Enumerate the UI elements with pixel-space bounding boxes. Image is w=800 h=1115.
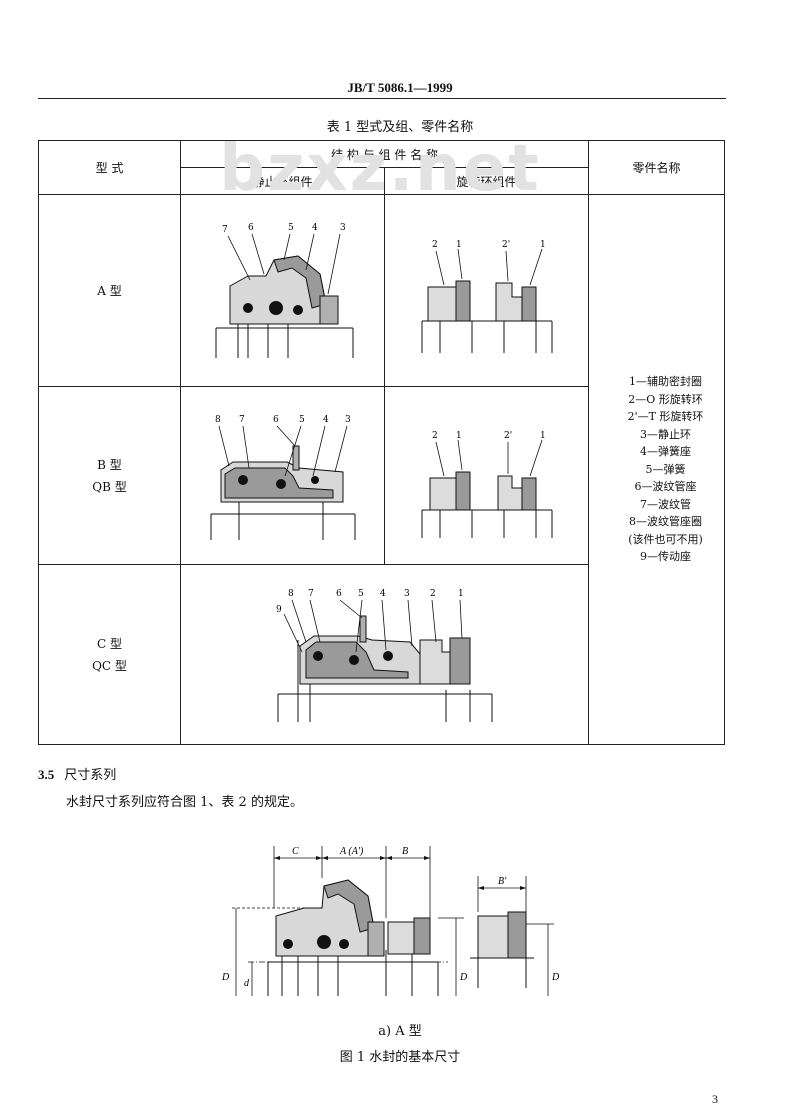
- callout-b-s-3: 5: [299, 415, 305, 425]
- callout-c-7: 1: [458, 589, 464, 599]
- part-6: 6—波纹管座: [634, 480, 697, 494]
- part-5: 5—弹簧: [645, 462, 686, 476]
- dim-b-prime: B': [498, 876, 507, 887]
- row-c-label2: QC 型: [92, 658, 127, 673]
- row-c-label: C 型: [97, 636, 122, 651]
- callout-a-s-3: 4: [312, 223, 318, 233]
- section-title: 尺寸系列: [64, 768, 117, 783]
- callout-c-0: 8: [288, 589, 294, 599]
- header-stationary: 静止环组件: [180, 167, 385, 195]
- callout-b-r-0: 2: [432, 431, 438, 441]
- cell-b-stationary: 8 7 6 5 4 3: [180, 386, 385, 565]
- callout-a-s-2: 5: [288, 223, 294, 233]
- part-2-prime: 2'—T 形旋转环: [627, 410, 704, 424]
- part-2: 2—O 形旋转环: [628, 392, 703, 406]
- cell-a-rotating: 2 1 2' 1: [383, 194, 590, 387]
- page-header: JB/T 5086.1—1999: [347, 80, 453, 95]
- dim-d2: D: [459, 972, 468, 983]
- row-b-label: B 型: [97, 457, 122, 472]
- callout-b-s-5: 3: [345, 415, 351, 425]
- callout-a-s-0: 7: [222, 225, 228, 235]
- dim-c: C: [292, 846, 299, 857]
- table-caption: 表 1 型式及组、零件名称: [326, 120, 474, 135]
- dim-d-small: d: [244, 978, 250, 989]
- header-rule: [38, 98, 726, 99]
- page-number: 3: [712, 1092, 718, 1106]
- drawing-c: 8 7 6 5 4 3 2 1 9: [276, 589, 492, 722]
- callout-a-s-1: 6: [248, 223, 254, 233]
- part-4: 4—弹簧座: [640, 445, 692, 459]
- cell-b-rotating: 2 1 2' 1: [383, 386, 590, 565]
- cell-a-stationary: 7 6 5 4 3: [180, 194, 385, 387]
- parts-table: 型 式 结 构 与 组 件 名 称 零件名称 静止环组件 旋转环组件 A 型: [38, 140, 726, 745]
- callout-c-2: 6: [336, 589, 342, 599]
- header-structure: 结 构 与 组 件 名 称: [179, 140, 590, 168]
- callout-a-r-3: 1: [540, 240, 546, 250]
- part-9: 9—传动座: [640, 550, 692, 564]
- section-heading: 3.5 尺寸系列: [38, 764, 116, 783]
- callout-c-8: 9: [276, 605, 282, 615]
- callout-b-r-2: 2': [504, 431, 512, 441]
- part-7: 7—波纹管: [640, 497, 692, 511]
- drawing-a-rotating: 2 1 2' 1: [421, 240, 552, 353]
- callout-b-s-2: 6: [273, 415, 279, 425]
- drawing-b-stationary: 8 7 6 5 4 3: [210, 415, 355, 540]
- callout-c-6: 2: [430, 589, 436, 599]
- callout-a-s-4: 3: [340, 223, 346, 233]
- header-parts: 零件名称: [588, 140, 726, 195]
- dim-d3: D: [551, 972, 560, 983]
- header-rotating: 旋转环组件: [383, 167, 590, 195]
- callout-b-r-1: 1: [456, 431, 462, 441]
- row-label-a: A 型: [38, 194, 181, 387]
- dim-b: B: [402, 846, 408, 857]
- callout-c-3: 5: [358, 589, 364, 599]
- parts-legend: 1—辅助密封圈 2—O 形旋转环 2'—T 形旋转环 3—静止环 4—弹簧座 5…: [588, 194, 726, 745]
- row-a-label: A 型: [97, 283, 122, 298]
- part-1: 1—辅助密封圈: [629, 375, 703, 389]
- dim-d1: D: [221, 972, 230, 983]
- callout-a-r-1: 1: [456, 240, 462, 250]
- section-number: 3.5: [38, 767, 55, 782]
- figure-1-drawing: C A (A') B B' D d D D: [221, 846, 560, 996]
- row-b-label2: QB 型: [92, 479, 127, 494]
- callout-a-r-2: 2': [502, 240, 510, 250]
- callout-b-s-1: 7: [239, 415, 245, 425]
- part-8-note: (该件也可不用): [628, 532, 703, 546]
- callout-b-s-4: 4: [323, 415, 329, 425]
- drawing-b-rotating: 2 1 2' 1: [421, 431, 552, 538]
- drawing-a-stationary: 7 6 5 4 3: [215, 223, 353, 358]
- callout-c-4: 4: [380, 589, 386, 599]
- part-8: 8—波纹管座圈: [629, 515, 703, 529]
- section-text: 水封尺寸系列应符合图 1、表 2 的规定。: [66, 795, 303, 810]
- callout-b-s-0: 8: [215, 415, 221, 425]
- part-3: 3—静止环: [640, 427, 692, 441]
- figure-subcaption: a) A 型: [378, 1024, 422, 1039]
- callout-c-5: 3: [404, 589, 410, 599]
- row-label-c: C 型 QC 型: [38, 564, 181, 745]
- callout-c-1: 7: [308, 589, 314, 599]
- callout-b-r-3: 1: [540, 431, 546, 441]
- callout-a-r-0: 2: [432, 240, 438, 250]
- row-label-b: B 型 QB 型: [38, 386, 181, 565]
- figure-caption: 图 1 水封的基本尺寸: [339, 1050, 461, 1065]
- cell-c-drawing: 8 7 6 5 4 3 2 1 9: [179, 564, 590, 745]
- dim-a: A (A'): [339, 846, 364, 857]
- header-type: 型 式: [38, 140, 181, 195]
